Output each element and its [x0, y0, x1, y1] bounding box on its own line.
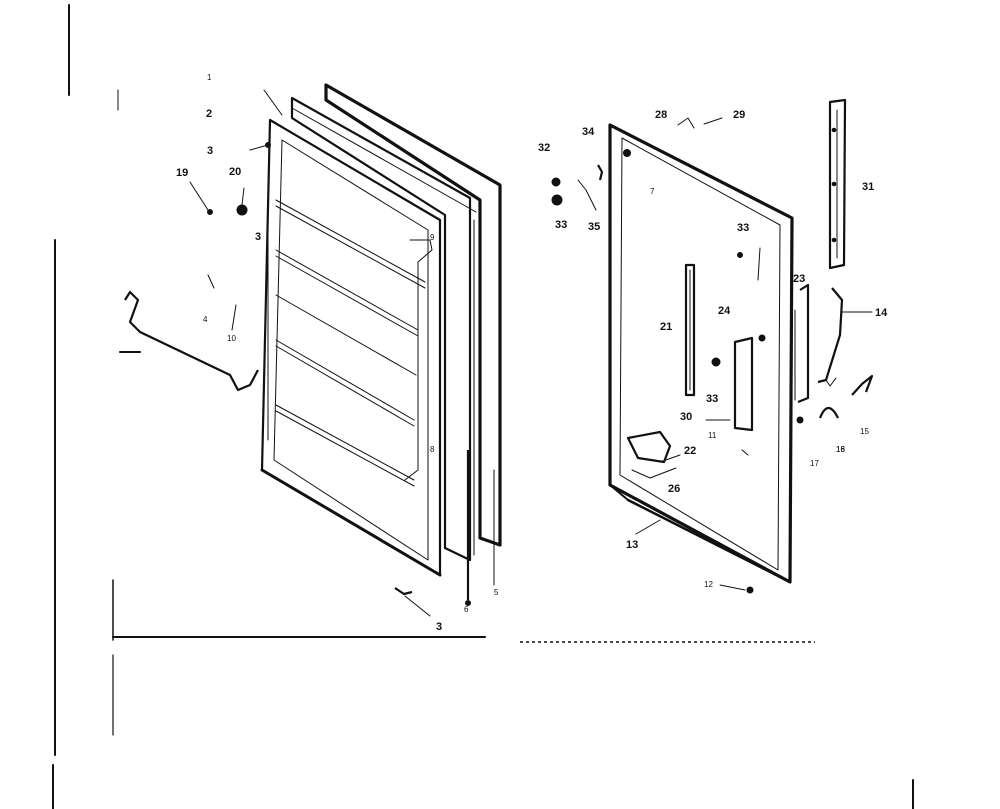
outer-door-panel: [608, 123, 794, 584]
callout: 19: [176, 167, 188, 179]
callout: 3: [255, 231, 261, 243]
callouts-right: 32 33 34 35 28 29 7 31 33 23 14 21 24 33…: [538, 109, 888, 589]
callout: 21: [660, 321, 672, 333]
callout: 11: [708, 431, 717, 440]
callout: 12: [704, 580, 713, 589]
callout: 35: [588, 221, 600, 233]
callout: 6: [464, 605, 469, 614]
callout: 17: [810, 459, 819, 468]
callout: 33: [555, 219, 567, 231]
callout: 3: [436, 621, 442, 633]
callout: 5: [494, 588, 499, 597]
door-gaskets: [290, 83, 502, 562]
callout: 10: [227, 334, 236, 343]
callout: 13: [626, 539, 638, 551]
callout: 20: [229, 166, 241, 178]
callouts-left: 1 2 3 19 20 3 4 10 9 8 5 6 3: [176, 73, 499, 633]
callout: 28: [655, 109, 667, 121]
door-handle: [684, 247, 766, 432]
callout: 4: [203, 315, 208, 324]
callout: 30: [680, 411, 692, 423]
callout: 32: [538, 142, 550, 154]
right-leaders: [635, 519, 754, 594]
callout: 14: [875, 307, 888, 319]
rod-parts: [465, 450, 495, 606]
callout: 3: [207, 145, 213, 157]
callout: 24: [718, 305, 731, 317]
callout: 34: [582, 126, 595, 138]
callout: 26: [668, 483, 680, 495]
callout: 31: [862, 181, 874, 193]
wire-bracket: [119, 290, 259, 392]
callout: 9: [430, 233, 435, 242]
callout: 18: [836, 445, 845, 454]
callout: 15: [860, 427, 869, 436]
top-hardware: [551, 117, 723, 211]
callout: 33: [737, 222, 749, 234]
hinge-parts: [794, 98, 874, 424]
callout: 8: [430, 445, 435, 454]
callout: 29: [733, 109, 745, 121]
left-hardware: [189, 89, 431, 617]
callout: 2: [206, 108, 212, 120]
callout: 23: [793, 273, 805, 285]
callout: 33: [706, 393, 718, 405]
door-liner: [260, 118, 442, 577]
callout: 1: [207, 73, 212, 82]
callout: 7: [650, 187, 655, 196]
door-insulation-patch: [626, 430, 749, 479]
callout: 22: [684, 445, 696, 457]
page-border-lines: [52, 4, 914, 809]
callout: 16: [836, 445, 845, 454]
